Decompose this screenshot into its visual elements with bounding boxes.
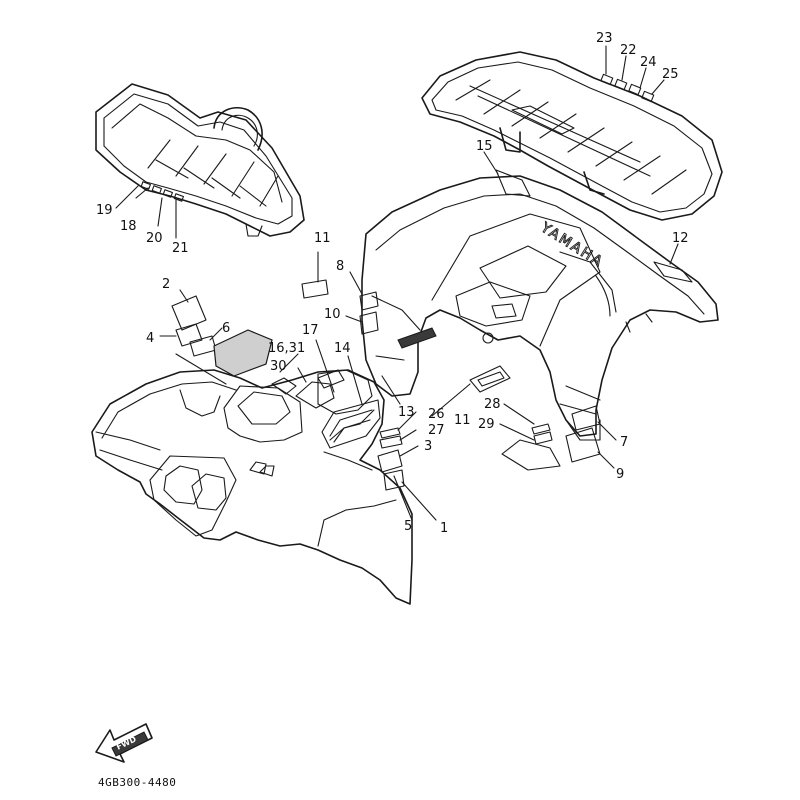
callout-9: 9 [616, 467, 624, 482]
callout-14: 13 [398, 405, 415, 420]
callout-7: 7 [620, 435, 628, 450]
fwd-arrow: FWD [95, 723, 153, 763]
callout-26: 26 [428, 407, 445, 422]
decal-28-29 [531, 423, 553, 445]
leader-lines [115, 45, 679, 521]
decal-26-27 [379, 427, 403, 449]
decal-9 [565, 427, 601, 463]
callout-19: 19 [96, 203, 113, 218]
decal-4 [175, 323, 203, 347]
callout-27: 27 [428, 423, 445, 438]
front-carrier-rack [95, 83, 305, 237]
callout-16-31: 16,31 [268, 341, 305, 356]
callout-13: 15 [476, 139, 493, 154]
callout-24: 24 [640, 55, 657, 70]
callout-21: 21 [172, 241, 189, 256]
callout-23: 23 [596, 31, 613, 46]
callout-3: 3 [424, 439, 432, 454]
decal-11-left [301, 279, 329, 299]
callout-8: 8 [336, 259, 344, 274]
callout-25: 25 [662, 67, 679, 82]
callout-20: 20 [146, 231, 163, 246]
decal-8 [359, 291, 379, 311]
callouts: 2 4 6 11 8 10 17 14 16,31 30 13 19 18 20… [96, 31, 689, 536]
decal-30 [271, 377, 297, 395]
callout-30: 30 [270, 359, 287, 374]
decal-14-strip [397, 327, 437, 349]
decal-10 [359, 311, 379, 335]
callout-17: 17 [302, 323, 319, 338]
callout-6: 6 [222, 321, 230, 336]
decals [171, 169, 693, 491]
decal-11-right [469, 365, 511, 393]
rear-carrier-rack [421, 51, 723, 221]
decal-16 [213, 329, 273, 377]
decal-17 [317, 369, 345, 389]
decal-12 [653, 261, 693, 283]
decal-13 [495, 169, 531, 197]
callout-18: 18 [120, 219, 137, 234]
front-fender [91, 369, 413, 605]
callout-15: 14 [334, 341, 351, 356]
callout-22: 22 [620, 43, 637, 58]
decal-2 [171, 295, 207, 331]
brand-emboss: YAMAHA [537, 219, 606, 271]
callout-11-right: 11 [454, 413, 471, 428]
callout-10: 10 [324, 307, 341, 322]
callout-11-left: 11 [314, 231, 331, 246]
drawing-code: 4GB300-4480 [98, 776, 176, 789]
callout-12: 12 [672, 231, 689, 246]
decal-5 [383, 469, 405, 491]
callout-5: 5 [404, 519, 412, 534]
callout-28: 28 [484, 397, 501, 412]
callout-4: 4 [146, 331, 154, 346]
decal-3 [377, 449, 403, 473]
decal-6 [189, 335, 217, 357]
callout-29: 29 [478, 417, 495, 432]
callout-1: 1 [440, 521, 448, 536]
callout-2: 2 [162, 277, 170, 292]
